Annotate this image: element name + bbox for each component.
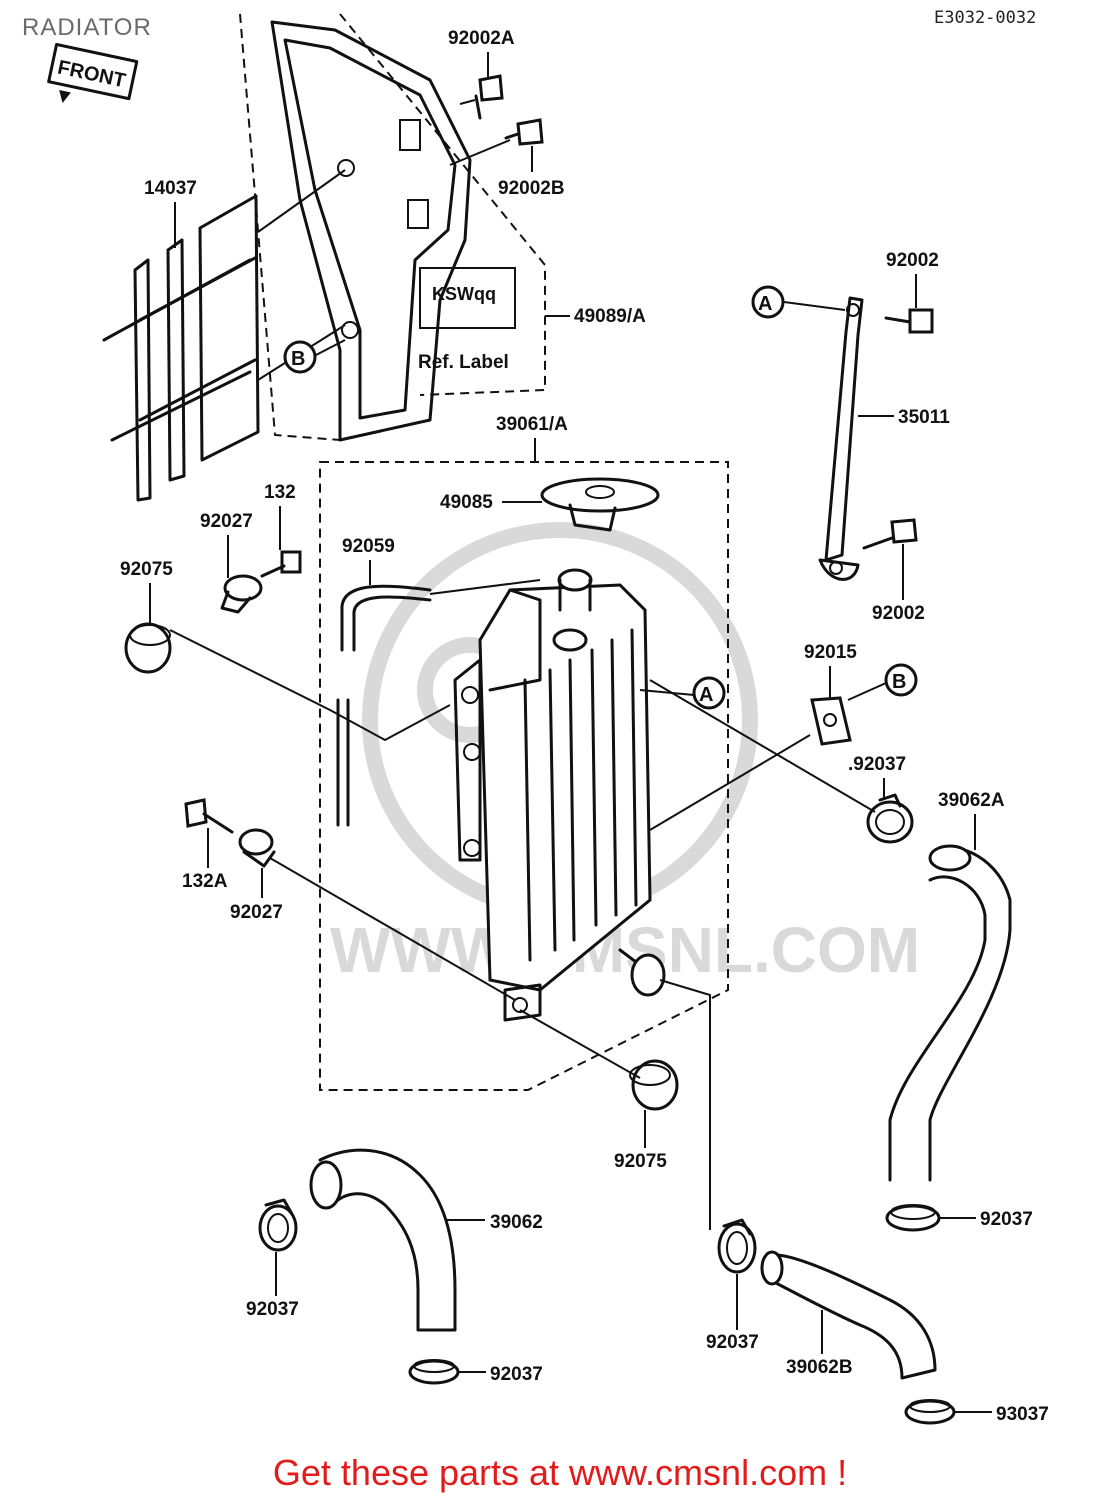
label-92075-left: 92075 bbox=[120, 559, 173, 580]
bolt-92002B bbox=[504, 118, 544, 146]
collar-92027-bottom bbox=[238, 828, 276, 868]
label-49089A: 49089/A bbox=[574, 306, 646, 327]
grommet-92075-bottom bbox=[629, 1059, 679, 1111]
watermark-text: WWW.CMSNL.COM bbox=[330, 914, 920, 986]
radiator-assembly-boundary bbox=[319, 461, 729, 1091]
label-35011: 35011 bbox=[898, 407, 950, 428]
label-92002A: 92002A bbox=[448, 28, 515, 49]
callout-b-clip: B bbox=[847, 663, 918, 701]
hose-39062A bbox=[888, 844, 1012, 1182]
radiator-grille bbox=[102, 194, 260, 502]
label-92002B: 92002B bbox=[498, 178, 565, 199]
grommet-92075-left bbox=[124, 622, 172, 674]
svg-text:KSWqq: KSWqq bbox=[432, 284, 496, 304]
label-39062: 39062 bbox=[490, 1212, 543, 1233]
radiator-core-39061A bbox=[453, 568, 666, 1022]
label-92037-right: 92037 bbox=[980, 1209, 1033, 1230]
label-92037-mid: .92037 bbox=[848, 754, 906, 775]
callout-a-radiator: A bbox=[639, 676, 726, 710]
label-132A: 132A bbox=[182, 871, 228, 892]
ref-label: Ref. Label bbox=[418, 352, 509, 373]
clip-92015 bbox=[810, 696, 852, 746]
diagram-code: E3032-0032 bbox=[934, 8, 1037, 28]
assembly-lines bbox=[169, 99, 876, 1230]
label-49085: 49085 bbox=[440, 492, 493, 513]
bolt-132 bbox=[260, 550, 302, 578]
collar-92027-top bbox=[220, 574, 263, 614]
svg-text:B: B bbox=[291, 348, 305, 370]
svg-text:B: B bbox=[892, 671, 906, 693]
clamp-92037-bottom bbox=[408, 1359, 460, 1385]
label-39062B: 39062B bbox=[786, 1357, 853, 1378]
label-93037: 93037 bbox=[996, 1404, 1049, 1425]
label-92075-bottom: 92075 bbox=[614, 1151, 667, 1172]
bolt-92002-top bbox=[884, 308, 934, 334]
front-direction-tag: FRONT bbox=[47, 42, 139, 104]
label-14037: 14037 bbox=[144, 178, 197, 199]
svg-text:A: A bbox=[758, 293, 772, 315]
part-labels: 92002A 92002B 14037 49089/A 92002 35011 … bbox=[120, 28, 1049, 1425]
front-label: FRONT bbox=[56, 56, 128, 92]
diagram-title: RADIATOR bbox=[22, 14, 152, 41]
clamp-92037-center bbox=[717, 1218, 757, 1274]
label-39062A: 39062A bbox=[938, 790, 1005, 811]
bolt-132A bbox=[184, 798, 234, 834]
front-arrow-icon bbox=[59, 90, 71, 104]
hose-39062B bbox=[760, 1250, 937, 1380]
label-92027-bottom: 92027 bbox=[230, 902, 283, 923]
callout-a-top: A bbox=[751, 285, 846, 319]
label-92037-left: 92037 bbox=[246, 1299, 299, 1320]
svg-text:A: A bbox=[699, 684, 713, 706]
footer-link-text[interactable]: Get these parts at www.cmsnl.com ! bbox=[272, 1452, 848, 1493]
clamp-93037 bbox=[904, 1399, 956, 1425]
label-92002-top: 92002 bbox=[886, 250, 939, 271]
clamp-92037-mid bbox=[866, 793, 914, 844]
radiator-stay-35011 bbox=[818, 296, 864, 581]
label-92037-center: 92037 bbox=[706, 1332, 759, 1353]
radiator-cap-49085 bbox=[540, 477, 660, 532]
clamp-92037-right bbox=[885, 1204, 941, 1232]
label-39061A: 39061/A bbox=[496, 414, 568, 435]
bolt-92002A bbox=[474, 74, 504, 120]
label-92027-top: 92027 bbox=[200, 511, 253, 532]
shroud-outline-dashed bbox=[239, 13, 546, 441]
bolt-92002-bottom bbox=[862, 518, 918, 550]
callout-b-shroud: B bbox=[283, 339, 346, 374]
label-132: 132 bbox=[264, 482, 296, 503]
label-92002-bottom: 92002 bbox=[872, 603, 925, 624]
label-92015: 92015 bbox=[804, 642, 857, 663]
label-92059: 92059 bbox=[342, 536, 395, 557]
hose-39062 bbox=[309, 1148, 457, 1332]
radiator-shroud: KSWqq bbox=[270, 20, 516, 442]
clamp-92037-left bbox=[258, 1198, 298, 1252]
label-92037-bottom: 92037 bbox=[490, 1364, 543, 1385]
